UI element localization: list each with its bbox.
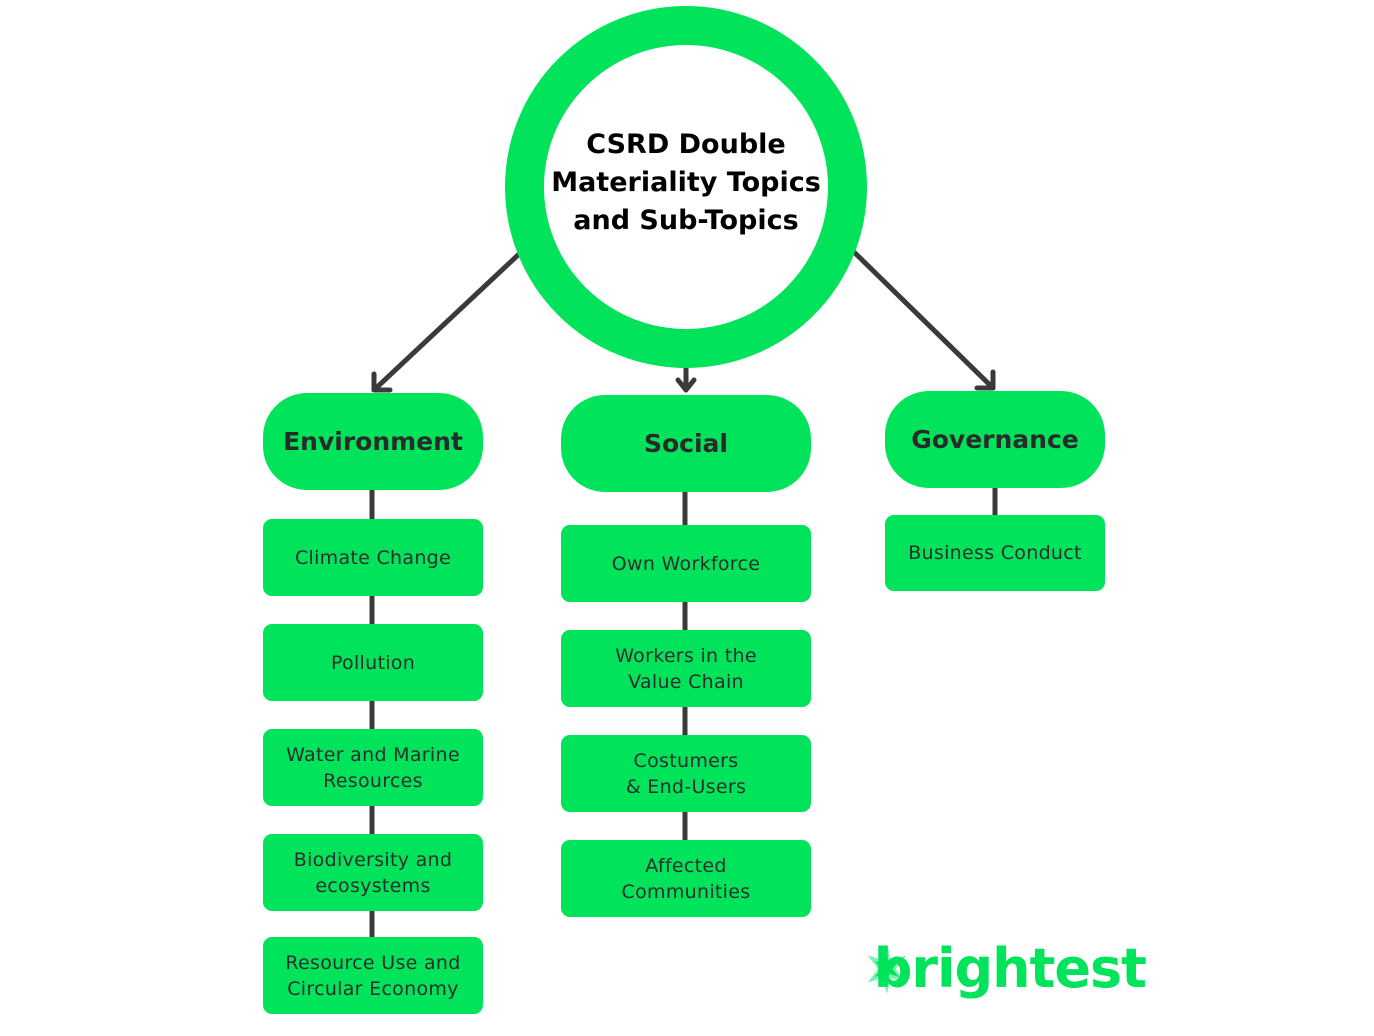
pillar-governance: Governance	[885, 391, 1105, 488]
arrow-governance	[851, 249, 996, 391]
logo-wordmark: brightest	[873, 937, 1147, 1000]
star-icon	[867, 944, 907, 994]
arrowhead-environment	[371, 371, 393, 393]
subtopic-business-conduct: Business Conduct	[885, 515, 1105, 591]
pillar-social: Social	[561, 395, 811, 492]
subtopic-water-marine-resources: Water and Marine Resources	[263, 729, 483, 806]
subtopic-pollution: Pollution	[263, 624, 483, 701]
arrow-environment	[371, 252, 521, 393]
brightest-logo: brightest	[866, 936, 1147, 1002]
central-topic-title: CSRD Double Materiality Topics and Sub-T…	[551, 129, 821, 236]
subtopic-workers-value-chain: Workers in the Value Chain	[561, 630, 811, 707]
subtopic-costumers-end-users: Costumers & End-Users	[561, 735, 811, 812]
subtopic-climate-change: Climate Change	[263, 519, 483, 596]
subtopic-biodiversity-ecosystems: Biodiversity and ecosystems	[263, 834, 483, 911]
arrowhead-governance	[974, 369, 996, 391]
pillar-environment: Environment	[263, 393, 483, 490]
subtopic-own-workforce: Own Workforce	[561, 525, 811, 602]
central-topic-circle: CSRD Double Materiality Topics and Sub-T…	[505, 6, 867, 368]
subtopic-resource-use-circular-economy: Resource Use and Circular Economy	[263, 937, 483, 1014]
subtopic-affected-communities: Affected Communities	[561, 840, 811, 917]
arrowhead-social	[675, 377, 697, 393]
